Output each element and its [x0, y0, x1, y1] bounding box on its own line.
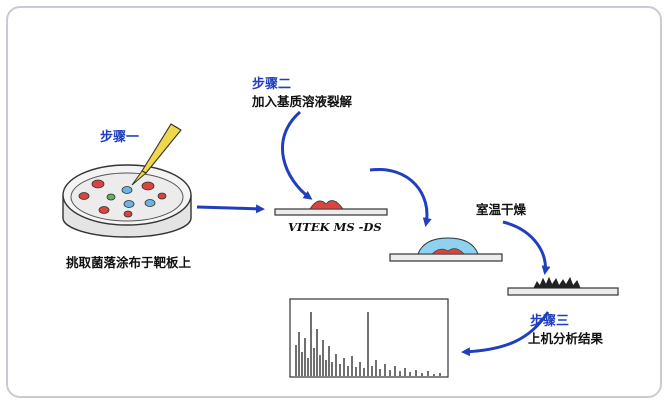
target-plate-icon: [389, 237, 503, 262]
arrow-icon: [502, 220, 551, 275]
colony: [91, 179, 105, 189]
arrow-icon: [196, 204, 265, 214]
step3-title: 步骤三: [530, 314, 570, 329]
pipette-icon: [131, 123, 182, 186]
step2-caption: 加入基质溶液裂解: [252, 94, 353, 109]
step1-caption: 挑取菌落涂布于靶板上: [66, 255, 192, 270]
arrow-icon: [281, 110, 313, 200]
target-plate-icon: [274, 200, 388, 216]
plate-label: VITEK MS -DS: [288, 220, 382, 234]
arrow-icon: [461, 311, 550, 357]
step1-title: 步骤一: [100, 130, 140, 145]
arrow-icon: [369, 167, 432, 227]
step3-caption: 上机分析结果: [528, 331, 604, 346]
dry-caption: 室温干燥: [476, 202, 527, 217]
target-plate-icon: [507, 276, 619, 296]
step2-title: 步骤二: [252, 77, 292, 92]
mass-spectrum-icon: [289, 298, 449, 378]
petri-dish-icon: [62, 164, 192, 238]
